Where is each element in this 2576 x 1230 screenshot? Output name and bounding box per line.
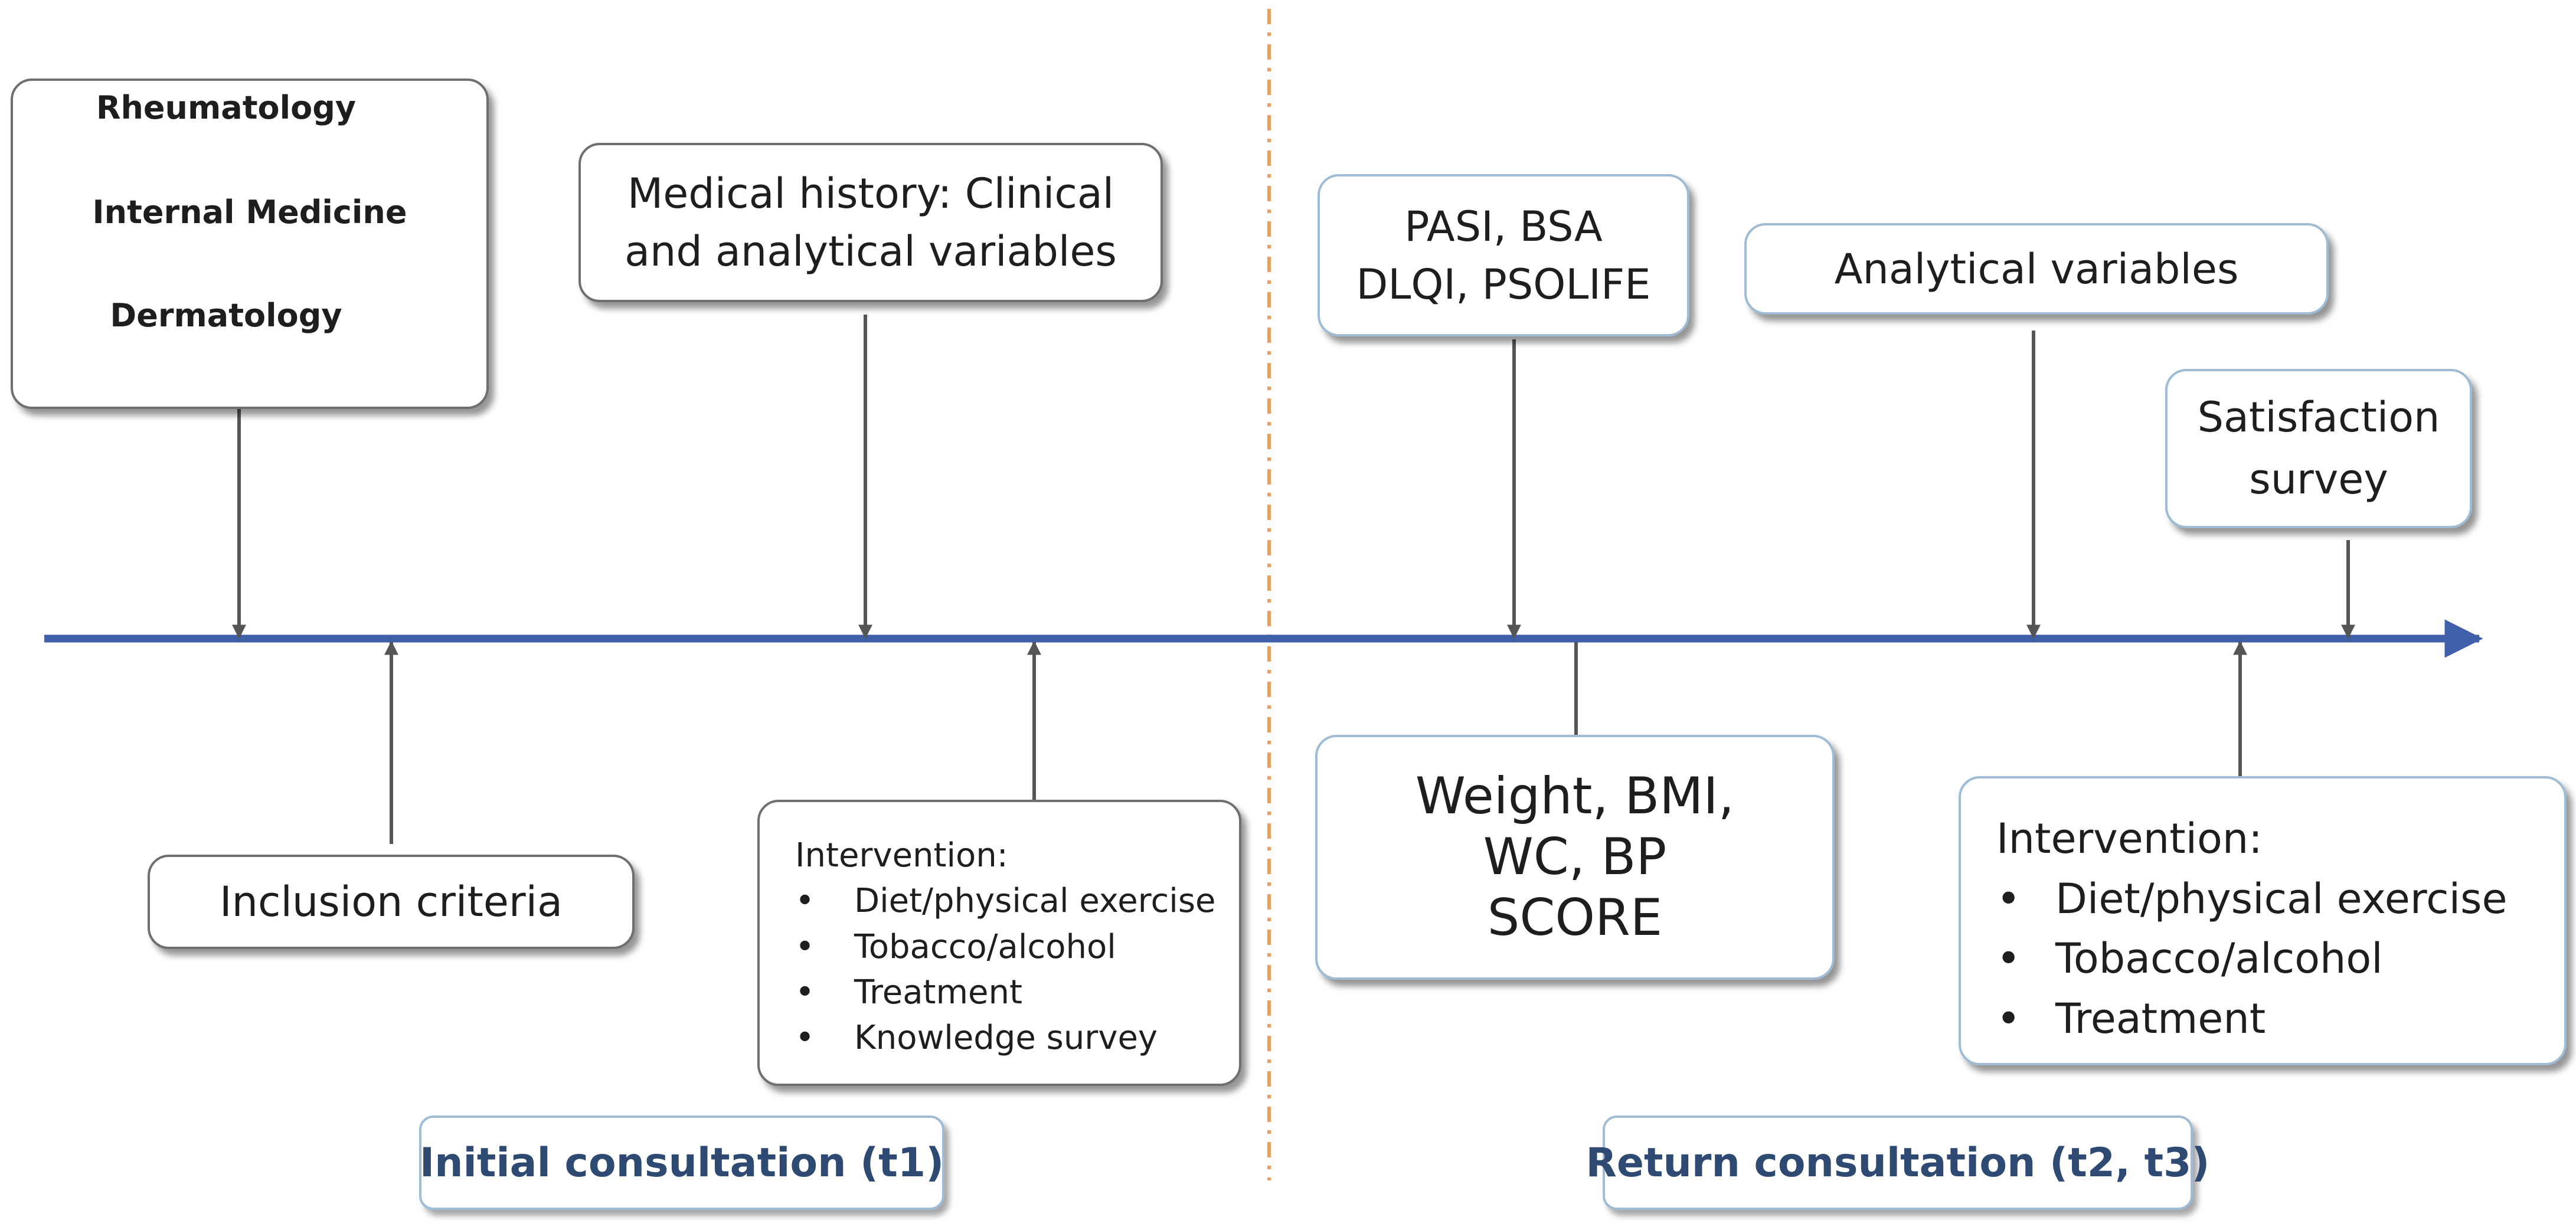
- scores-line-2: DLQI, PSOLIFE: [1356, 260, 1651, 309]
- phase-return-consultation: Return consultation (t2, t3): [1586, 1115, 2209, 1210]
- intervention-t1-item: Tobacco/alcohol: [795, 924, 1215, 970]
- anthropometrics-line-3: SCORE: [1487, 888, 1663, 948]
- medical-history-box: Medical history: Clinical and analytical…: [578, 143, 1163, 302]
- specialty-internal-medicine: Internal Medicine: [92, 193, 407, 231]
- satisfaction-survey-box: Satisfaction survey: [2165, 369, 2472, 528]
- analytical-variables-label: Analytical variables: [1834, 244, 2239, 293]
- intervention-t2-item: Treatment: [1996, 989, 2508, 1049]
- intervention-t1-item: Treatment: [795, 970, 1215, 1016]
- intervention-t1-title: Intervention:: [795, 836, 1008, 875]
- intervention-t2-item: Tobacco/alcohol: [1996, 929, 2508, 989]
- intervention-t1-box: Intervention: Diet/physical exercise Tob…: [757, 800, 1241, 1086]
- phase-initial-consultation: Initial consultation (t1): [419, 1115, 944, 1210]
- intervention-t2-box: Intervention: Diet/physical exercise Tob…: [1959, 776, 2567, 1065]
- intervention-t2-item: Diet/physical exercise: [1996, 869, 2508, 930]
- analytical-variables-box: Analytical variables: [1744, 223, 2329, 315]
- intervention-t1-list: Diet/physical exercise Tobacco/alcohol T…: [795, 878, 1215, 1061]
- intervention-t2-title: Intervention:: [1996, 814, 2263, 863]
- intervention-t1-item: Diet/physical exercise: [795, 878, 1215, 924]
- medical-history-line-2: and analytical variables: [625, 227, 1117, 276]
- anthropometrics-line-2: WC, BP: [1483, 827, 1667, 886]
- specialty-rheumatology: Rheumatology: [96, 89, 357, 126]
- inclusion-criteria-label: Inclusion criteria: [219, 878, 563, 926]
- scores-line-1: PASI, BSA: [1404, 202, 1603, 251]
- inclusion-criteria-box: Inclusion criteria: [148, 855, 635, 949]
- intervention-t1-item: Knowledge survey: [795, 1015, 1215, 1061]
- satisfaction-line-2: survey: [2249, 455, 2388, 503]
- intervention-t2-list: Diet/physical exercise Tobacco/alcohol T…: [1996, 869, 2508, 1049]
- specialty-dermatology: Dermatology: [110, 296, 342, 334]
- scores-box: PASI, BSA DLQI, PSOLIFE: [1318, 174, 1689, 336]
- medical-history-line-1: Medical history: Clinical: [627, 169, 1114, 218]
- anthropometrics-box: Weight, BMI, WC, BP SCORE: [1315, 735, 1835, 980]
- satisfaction-line-1: Satisfaction: [2197, 393, 2440, 441]
- specialties-box: Rheumatology Internal Medicine Dermatolo…: [11, 78, 489, 409]
- anthropometrics-line-1: Weight, BMI,: [1415, 766, 1735, 826]
